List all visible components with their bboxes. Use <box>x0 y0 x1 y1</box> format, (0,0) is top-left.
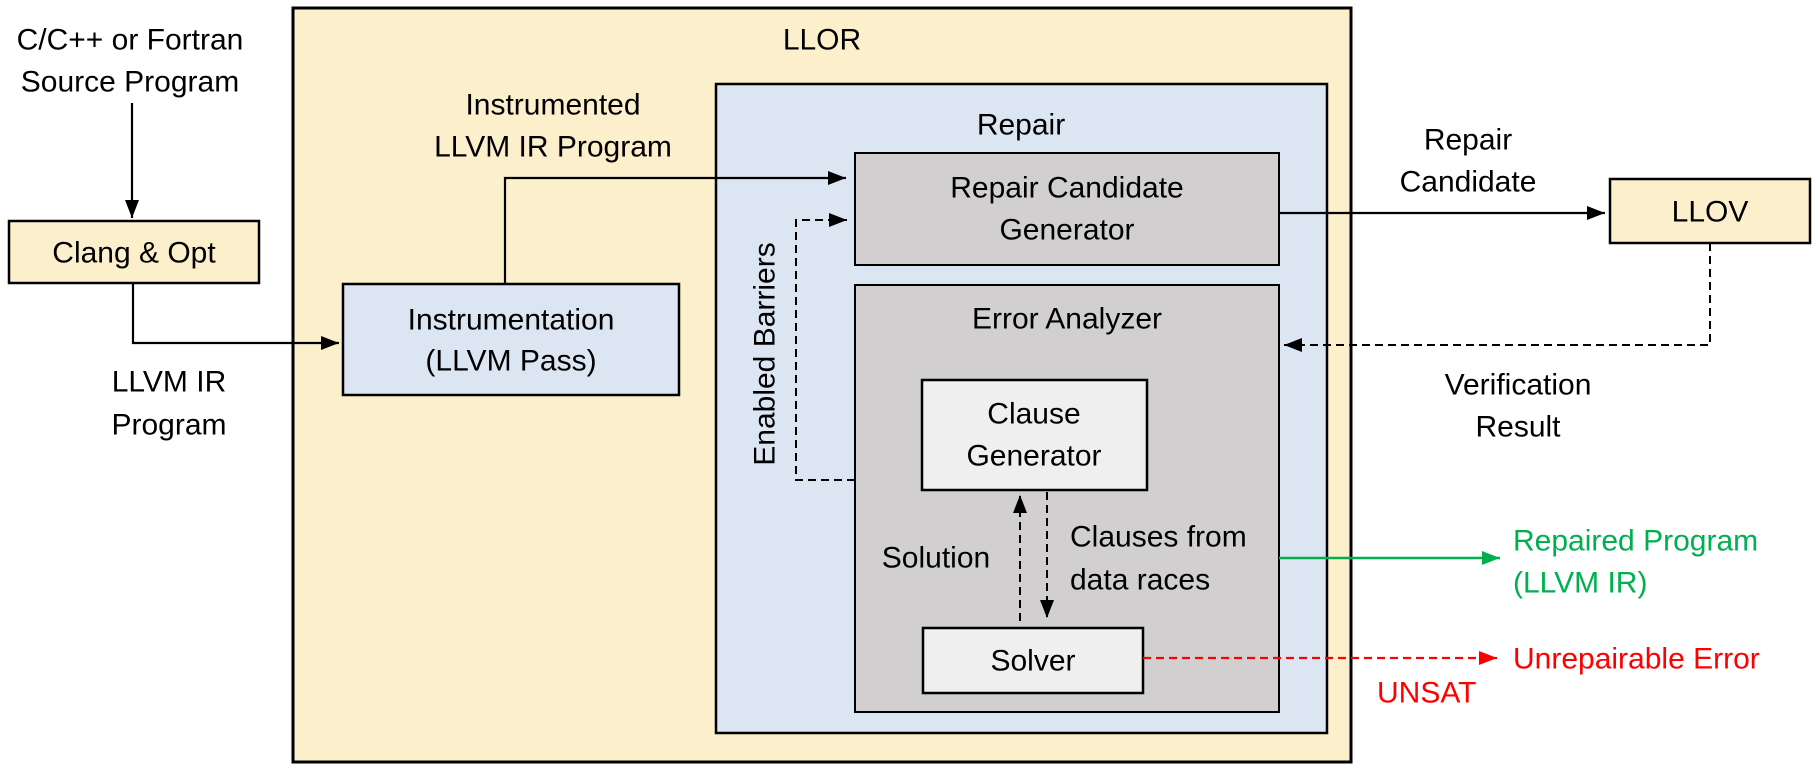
instrumentation-box <box>341 282 681 397</box>
arrow-verification-result-to-error-analyzer <box>1284 243 1711 352</box>
solver-label: Solver <box>990 645 1075 678</box>
repair-group-title: Repair <box>977 109 1065 142</box>
clauses-from-data-races-label-line2: data races <box>1070 564 1210 597</box>
llor-title: LLOR <box>783 24 861 57</box>
instrumentation-label-line1: Instrumentation <box>408 304 615 337</box>
clause-generator-label-line2: Generator <box>966 440 1101 473</box>
arrow-clang-to-instrumentation <box>131 283 339 350</box>
arrow-enabled-barriers-feedback <box>795 213 855 481</box>
repair-candidate-generator-label-line1: Repair Candidate <box>950 172 1183 205</box>
repair-candidate-generator-box <box>854 152 1280 266</box>
enabled-barriers-label: Enabled Barriers <box>749 242 782 465</box>
instrumentation-label-line2: (LLVM Pass) <box>425 345 596 378</box>
unrepairable-error-label: Unrepairable Error <box>1513 643 1760 676</box>
error-analyzer-label: Error Analyzer <box>972 303 1162 336</box>
clang-opt-label: Clang & Opt <box>52 237 216 270</box>
source-program-label-line2: Source Program <box>21 66 239 99</box>
repaired-program-label-line1: Repaired Program <box>1513 525 1758 558</box>
arrow-instrumentation-to-repair-candidate-generator <box>503 171 846 284</box>
clause-generator-label-line1: Clause <box>987 398 1080 431</box>
llvm-ir-program-label-line1: LLVM IR <box>112 366 226 399</box>
unsat-label: UNSAT <box>1377 677 1476 710</box>
solver-box <box>921 626 1145 695</box>
repair-candidate-label-line1: Repair <box>1424 124 1512 157</box>
clause-generator-box <box>920 378 1149 492</box>
llov-box <box>1608 177 1812 245</box>
instrumented-llvm-ir-label-line2: LLVM IR Program <box>434 131 672 164</box>
clauses-from-data-races-label-line1: Clauses from <box>1070 521 1247 554</box>
verification-result-label-line1: Verification <box>1445 369 1592 402</box>
solution-label: Solution <box>882 542 990 575</box>
verification-result-label-line2: Result <box>1475 411 1561 444</box>
llov-label: LLOV <box>1672 196 1749 229</box>
repair-candidate-label-line2: Candidate <box>1400 166 1537 199</box>
repaired-program-label-line2: (LLVM IR) <box>1513 567 1647 600</box>
llvm-ir-program-label-line2: Program <box>111 409 226 442</box>
repair-candidate-generator-label-line2: Generator <box>999 214 1134 247</box>
instrumented-llvm-ir-label-line1: Instrumented <box>465 89 640 122</box>
source-program-label-line1: C/C++ or Fortran <box>17 24 244 57</box>
